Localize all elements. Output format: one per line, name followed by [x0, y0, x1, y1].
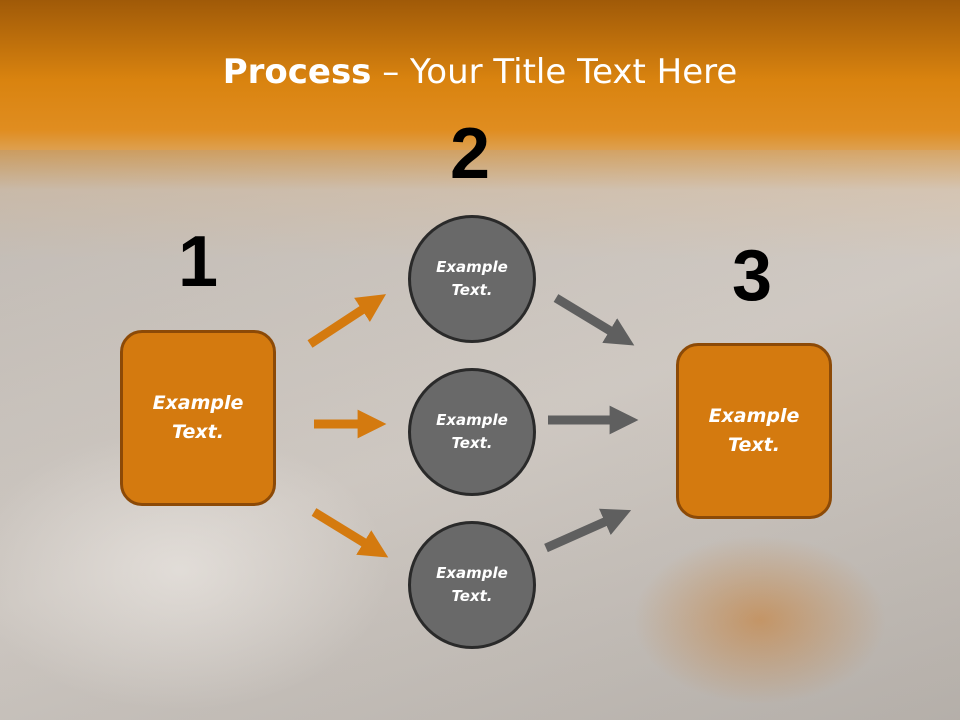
step-1-number: 1 — [178, 222, 219, 302]
step-3-box: Example Text. — [676, 343, 832, 519]
step-2-circle-1-text: Example Text. — [436, 258, 508, 299]
step-1-box: Example Text. — [120, 330, 276, 506]
step-3-text: Example Text. — [708, 405, 800, 456]
title-rest: – Your Title Text Here — [371, 52, 738, 92]
title-bold: Process — [222, 52, 372, 92]
step-2-circle-1: Example Text. — [408, 215, 536, 343]
arrow-1-to-2c — [311, 508, 389, 558]
step-2-circle-3-text: Example Text. — [436, 564, 508, 605]
step-2-circle-3: Example Text. — [408, 521, 536, 649]
slide-title: Process – Your Title Text Here — [0, 52, 960, 92]
step-3-number: 3 — [732, 236, 773, 316]
arrow-2c-to-3 — [544, 508, 632, 553]
arrow-2a-to-3 — [553, 294, 635, 346]
step-2-circle-2: Example Text. — [408, 368, 536, 496]
step-1-text: Example Text. — [152, 392, 244, 443]
step-2-circle-2-text: Example Text. — [436, 411, 508, 452]
step-2-number: 2 — [450, 114, 491, 194]
arrow-1-to-2a — [307, 294, 387, 348]
